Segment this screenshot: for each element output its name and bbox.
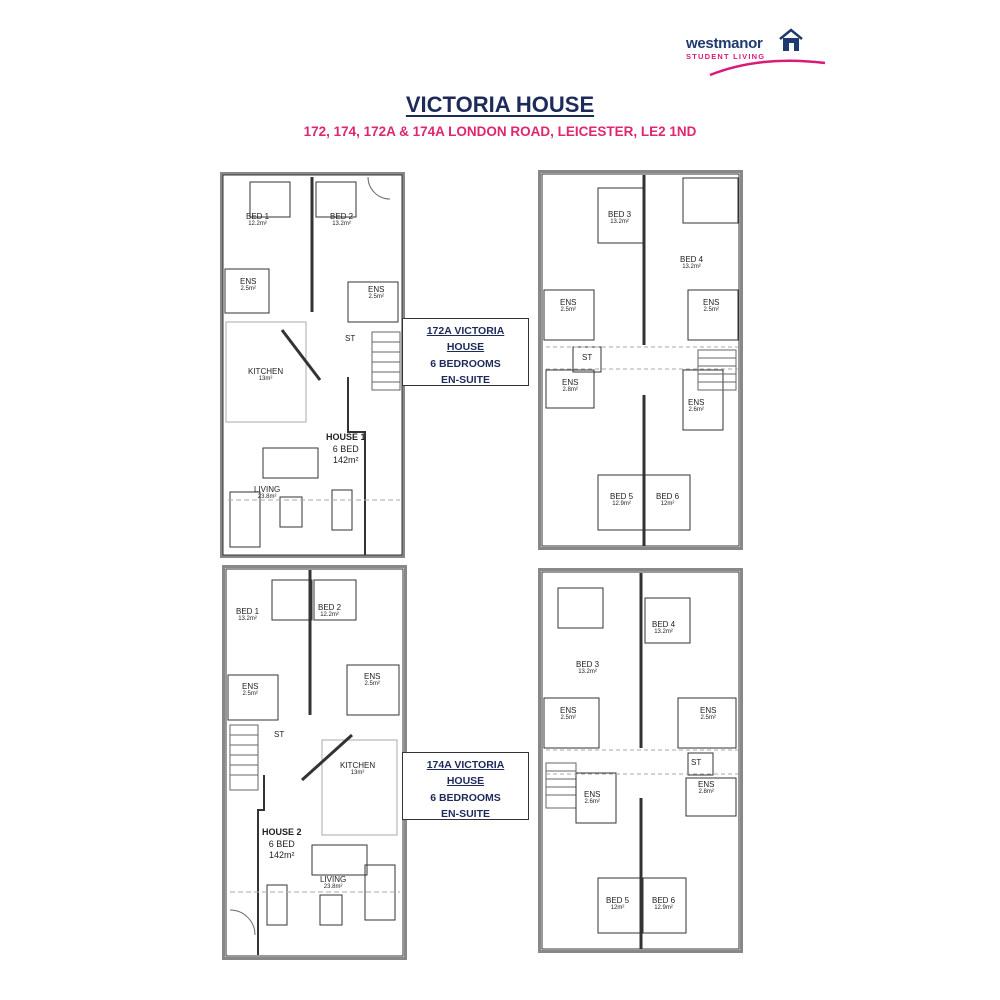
page-title: VICTORIA HOUSE: [405, 92, 595, 117]
info-box-174a: 174A VICTORIA HOUSE 6 BEDROOMS EN-SUITE: [402, 752, 529, 820]
house-2-label: HOUSE 2 6 BED 142m²: [262, 827, 302, 861]
westmanor-logo: westmanor STUDENT LIVING: [650, 25, 830, 77]
room-storage: ST: [582, 353, 593, 362]
room-storage: ST: [274, 730, 285, 739]
house-1-label: HOUSE 1 6 BED 142m²: [326, 432, 366, 466]
house-1-walls: [220, 172, 405, 558]
logo-swoosh: [709, 28, 826, 77]
logo-brand: westmanor: [686, 35, 763, 52]
room-storage: ST: [691, 758, 702, 767]
address: 172, 174, 172A & 174A LONDON ROAD, LEICE…: [303, 124, 697, 139]
174a-walls: [538, 568, 743, 953]
logo-tagline: STUDENT LIVING: [686, 52, 766, 61]
172a-walls: [538, 170, 743, 550]
house-2-walls: [222, 565, 407, 960]
house-icon: [779, 28, 803, 51]
info-box-172a: 172A VICTORIA HOUSE 6 BEDROOMS EN-SUITE: [402, 318, 529, 386]
room-storage: ST: [345, 334, 356, 343]
